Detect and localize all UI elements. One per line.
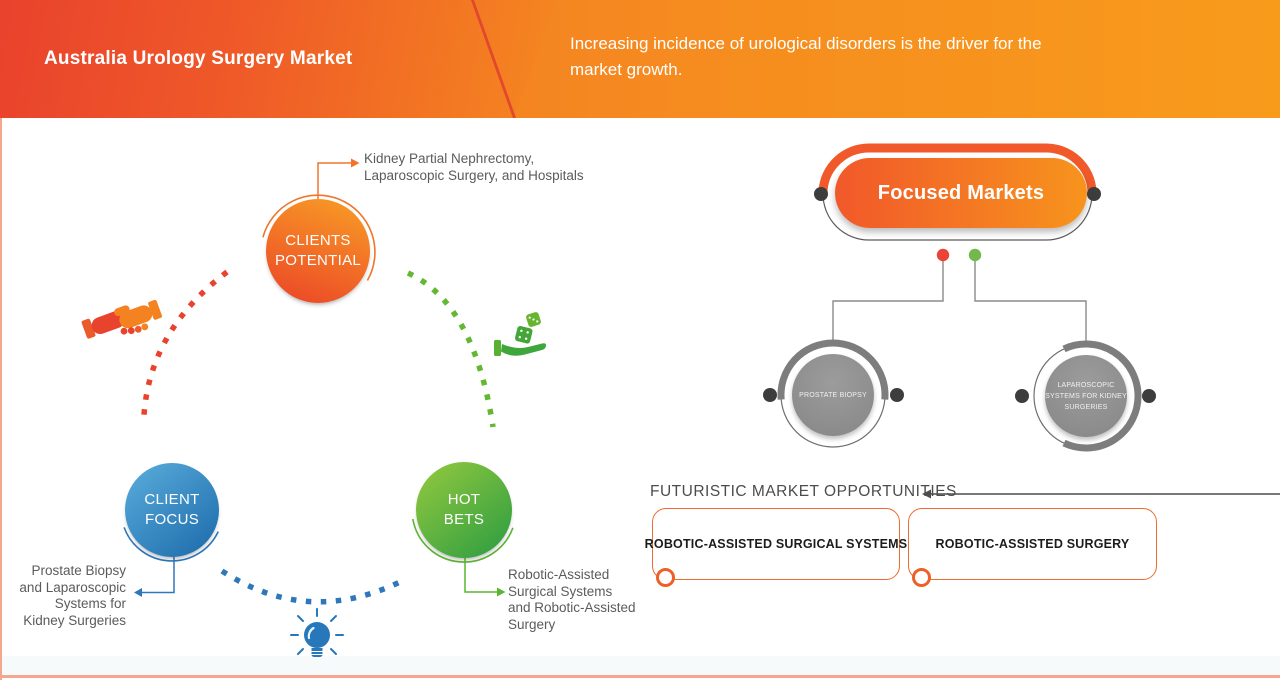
tree-connectors	[832, 248, 1087, 341]
note-hot-bets: Robotic-Assisted Surgical Systems and Ro…	[508, 567, 636, 632]
opportunities-heading: FUTURISTIC MARKET OPPORTUNITIES	[650, 483, 957, 500]
note-clients-potential: Kidney Partial Nephrectomy, Laparoscopic…	[364, 151, 584, 183]
opportunity-label: ROBOTIC-ASSISTED SURGICAL SYSTEMS	[644, 537, 908, 551]
bottom-fade-strip	[0, 656, 1280, 675]
opportunities-arrow	[922, 489, 1280, 499]
hot-bets-leader	[464, 558, 506, 597]
page-subtitle: Increasing incidence of urological disor…	[570, 34, 1042, 79]
opportunity-box-surgical-systems: ROBOTIC-ASSISTED SURGICAL SYSTEMS	[645, 508, 907, 580]
wheel-node-hot-bets: HOT BETS	[416, 462, 512, 558]
wheel-node-clients-potential: CLIENTS POTENTIAL	[266, 199, 370, 303]
frame-dot-left	[814, 187, 828, 201]
wheel-node-label: HOT BETS	[443, 491, 485, 528]
dice-hand-icon	[494, 312, 547, 356]
lightbulb-icon	[290, 608, 344, 657]
wheel-node-client-focus: CLIENT FOCUS	[125, 463, 219, 557]
opportunity-label: ROBOTIC-ASSISTED SURGERY	[935, 537, 1130, 551]
child-node-label: PROSTATE BIOPSY	[799, 391, 867, 399]
dotted-arc-blue	[220, 568, 404, 605]
page-title: Australia Urology Surgery Market	[44, 48, 353, 69]
branch-dot-red	[936, 248, 950, 262]
wheel-node-label: CLIENTS POTENTIAL	[274, 232, 362, 269]
child-node-prostate-biopsy: PROSTATE BIOPSY	[792, 354, 874, 436]
handshake-icon	[81, 299, 163, 339]
note-client-focus: Prostate Biopsy and Laparoscopic Systems…	[19, 563, 126, 628]
clients-potential-leader	[317, 158, 360, 199]
client-focus-leader	[134, 556, 175, 597]
bottom-border-line	[0, 675, 1280, 678]
opportunity-ring-marker	[912, 568, 931, 587]
header-left-shape	[0, 0, 556, 118]
left-border-line	[0, 118, 2, 680]
branch-dot-green	[968, 248, 982, 262]
frame-dot-right	[1087, 187, 1101, 201]
dotted-arc-red	[141, 269, 229, 416]
focused-markets-title: Focused Markets	[877, 181, 1045, 204]
child-node-label: LAPAROSCOPIC SYSTEMS FOR KIDNEY SURGERIE…	[1045, 381, 1127, 411]
dotted-arc-green	[406, 270, 496, 428]
opportunity-ring-marker	[656, 568, 675, 587]
focused-markets-pill: Focused Markets	[835, 158, 1087, 228]
opportunity-box-surgery: ROBOTIC-ASSISTED SURGERY	[908, 508, 1157, 580]
child-node-laparoscopic-systems: LAPAROSCOPIC SYSTEMS FOR KIDNEY SURGERIE…	[1045, 355, 1127, 437]
header-banner: Australia Urology Surgery Market Increas…	[0, 0, 1280, 118]
wheel-node-label: CLIENT FOCUS	[144, 491, 200, 528]
